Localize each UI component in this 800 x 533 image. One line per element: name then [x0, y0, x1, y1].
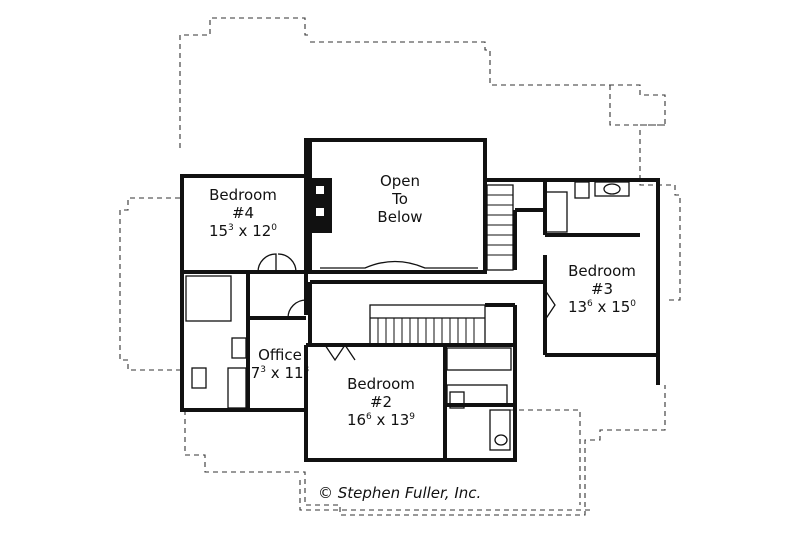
room-label-bedroom-3: Bedroom #3 136 x 150 [556, 262, 648, 316]
open-line3: Below [377, 208, 423, 226]
room-label-bedroom-4: Bedroom #4 153 x 120 [198, 186, 288, 240]
open-line1: Open [379, 172, 421, 190]
office-dims: 73 x 113 [250, 364, 310, 382]
bedroom3-name: Bedroom [568, 262, 636, 280]
room-label-office: Office 73 x 113 [250, 346, 310, 382]
bedroom2-name: Bedroom [347, 375, 415, 393]
room-label-bedroom-2: Bedroom #2 166 x 139 [336, 375, 426, 429]
open-line2: To [392, 190, 408, 208]
dashed-roof-outlines [119, 17, 681, 516]
bedroom2-number: #2 [369, 393, 393, 411]
room-label-open-to-below: Open To Below [370, 172, 430, 226]
bedroom4-dims: 153 x 120 [208, 222, 278, 240]
plan-details [180, 138, 660, 462]
bedroom2-dims: 166 x 139 [346, 411, 416, 429]
office-name: Office [258, 346, 302, 364]
bedroom4-name: Bedroom [209, 186, 277, 204]
bedroom3-dims: 136 x 150 [567, 298, 637, 316]
bedroom4-number: #4 [231, 204, 255, 222]
copyright-credit: © Stephen Fuller, Inc. [318, 484, 482, 502]
bedroom3-number: #3 [590, 280, 614, 298]
